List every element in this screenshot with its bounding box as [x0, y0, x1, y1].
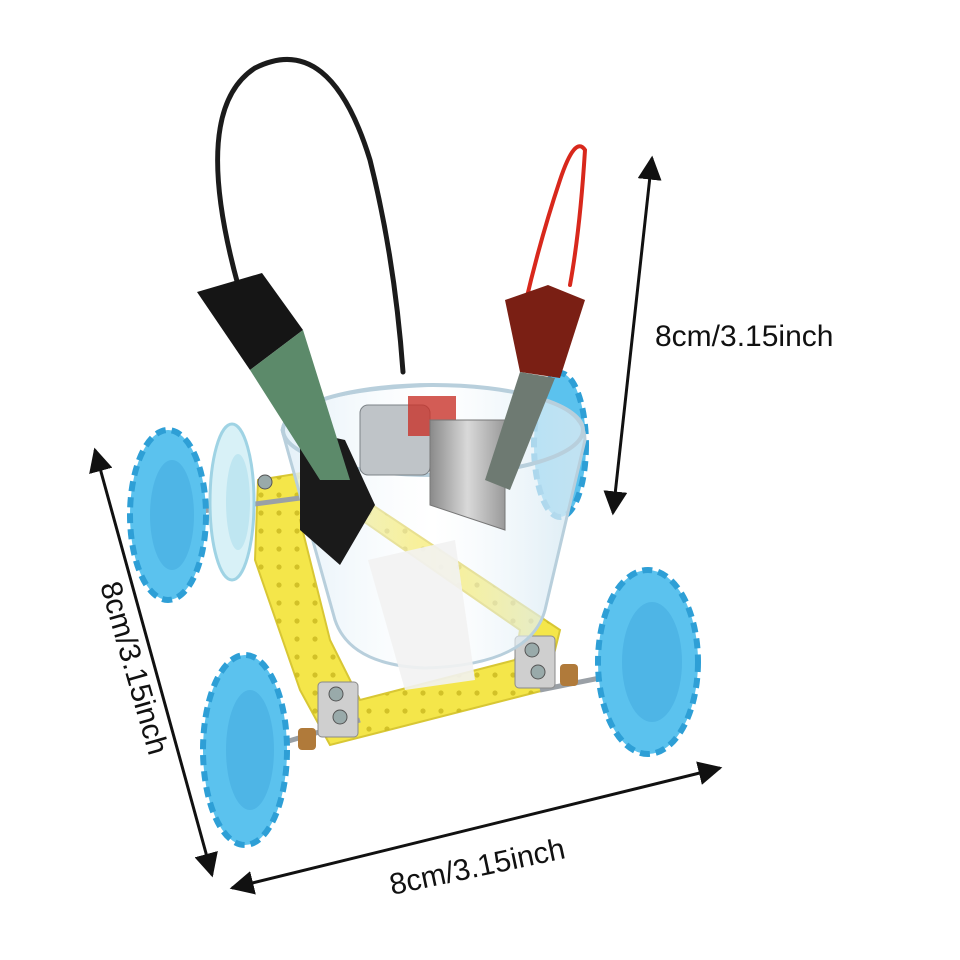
black-wire	[215, 56, 406, 375]
red-wire	[523, 144, 588, 307]
height-dimension-label: 8cm/3.15inch	[655, 320, 833, 353]
width-dimension-arrow	[229, 761, 723, 895]
height-dimension-arrow	[603, 155, 662, 516]
black-clip	[197, 273, 350, 480]
wheel-front-right	[595, 567, 701, 757]
depth-dimension-arrow	[89, 447, 218, 878]
red-clip	[485, 285, 585, 490]
gear	[208, 422, 256, 582]
screw-brackets	[257, 474, 556, 738]
wheel-rear-left	[127, 427, 209, 603]
wheel-front-left	[200, 652, 290, 848]
